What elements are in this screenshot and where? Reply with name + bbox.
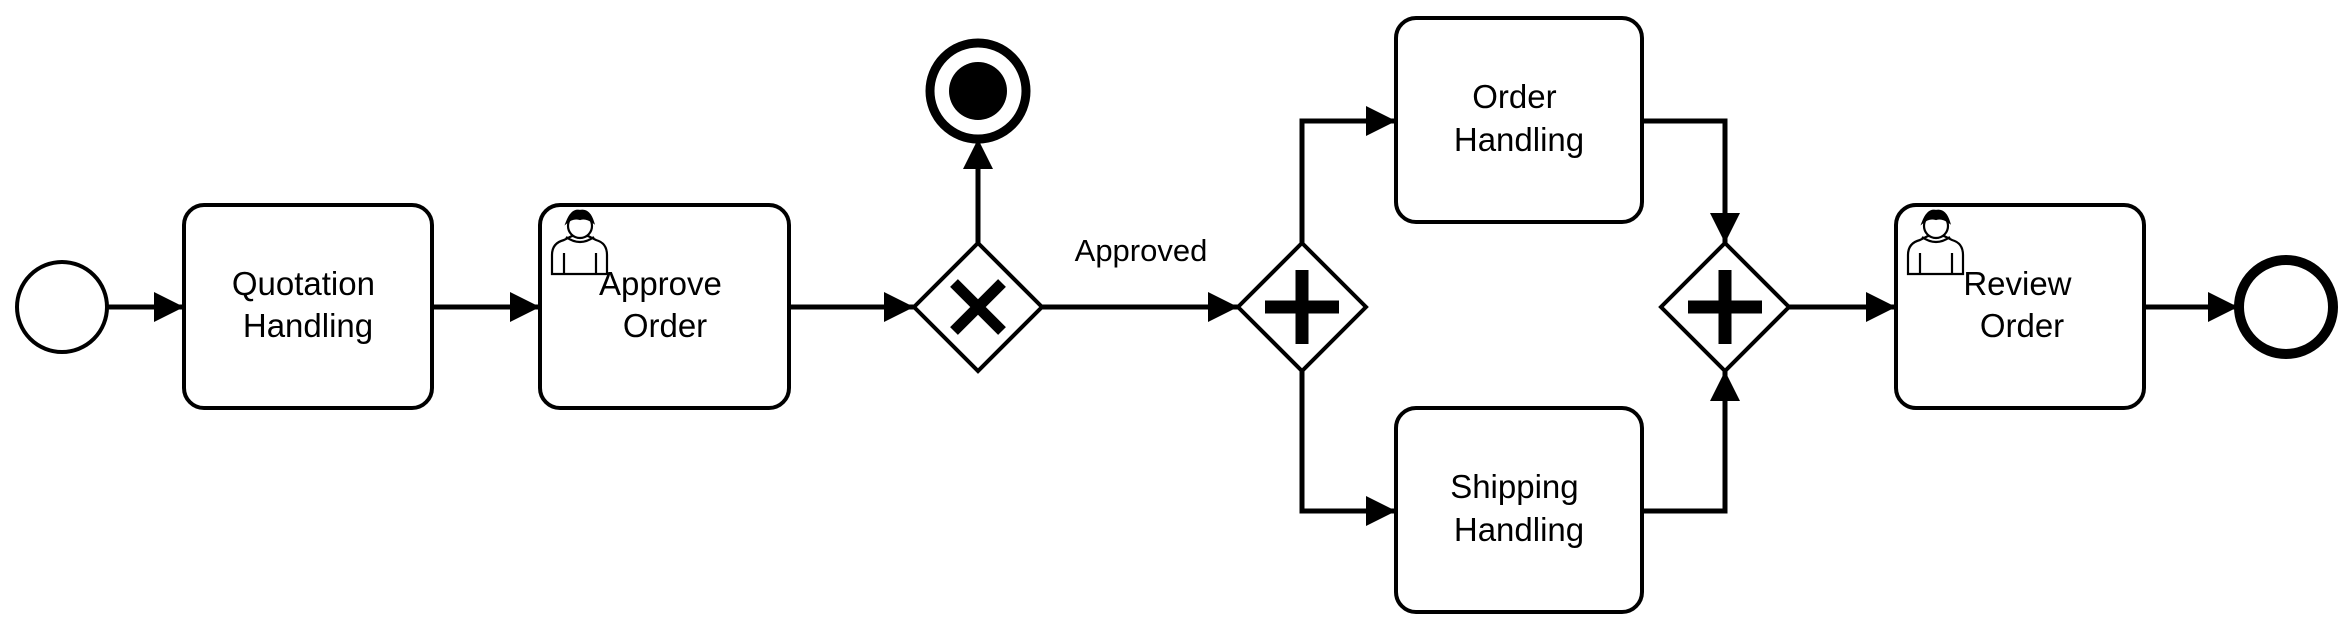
parallel-gateway-split[interactable] xyxy=(1235,240,1369,374)
end-event[interactable] xyxy=(2234,255,2338,359)
task-label: Quotation Handling xyxy=(232,265,384,344)
terminate-dot-icon xyxy=(949,62,1007,120)
parallel-gateway-join[interactable] xyxy=(1658,240,1792,374)
task-review-order[interactable]: Review Order xyxy=(1894,203,2146,410)
task-label: Approve Order xyxy=(599,265,731,344)
x-marker-icon xyxy=(950,279,1006,335)
flow-shipping-handling-to-join[interactable] xyxy=(1642,371,1740,514)
end-event-terminate[interactable] xyxy=(925,38,1031,144)
task-order-handling[interactable]: Order Handling xyxy=(1394,16,1644,224)
task-label: Review Order xyxy=(1963,265,2080,344)
task-shipping-handling[interactable]: Shipping Handling xyxy=(1394,406,1644,614)
task-approve-order[interactable]: Approve Order xyxy=(538,203,791,410)
flow-split-to-order-handling[interactable] xyxy=(1299,106,1396,243)
plus-marker-icon xyxy=(1265,270,1339,344)
user-icon xyxy=(1906,209,1965,276)
exclusive-gateway[interactable] xyxy=(911,240,1045,374)
task-label: Shipping Handling xyxy=(1450,468,1588,548)
flow-order-handling-to-join[interactable] xyxy=(1642,118,1740,243)
task-quotation-handling[interactable]: Quotation Handling xyxy=(182,203,434,410)
plus-marker-icon xyxy=(1688,270,1762,344)
flow-split-to-shipping-handling[interactable] xyxy=(1299,371,1396,526)
flow-label-approved: Approved xyxy=(1075,233,1208,268)
user-icon xyxy=(550,209,609,276)
task-label: Order Handling xyxy=(1454,78,1584,158)
start-event[interactable] xyxy=(15,260,109,354)
